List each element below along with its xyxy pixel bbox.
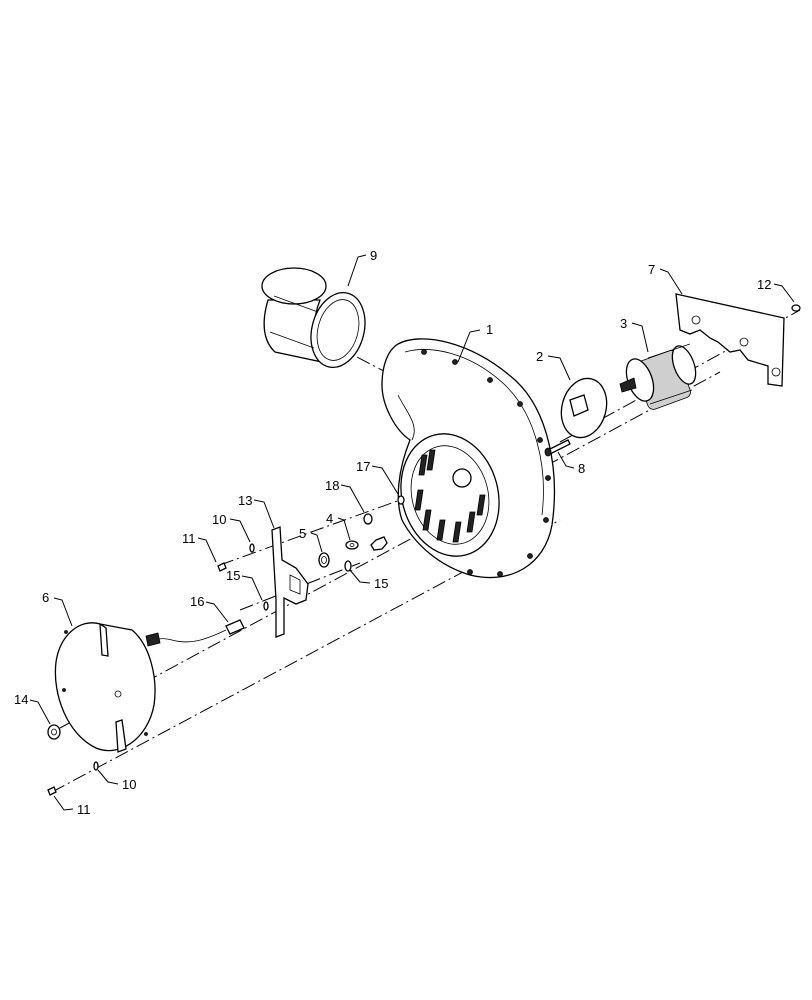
callout-15-right: 15 (349, 569, 388, 591)
callout-11-lower: 11 (53, 795, 91, 817)
sensor-bracket (271, 526, 309, 638)
part-5 (318, 552, 330, 568)
callout-14: 14 (14, 692, 51, 725)
svg-text:15: 15 (374, 576, 388, 591)
callout-11-upper: 11 (182, 531, 217, 563)
svg-text:12: 12 (757, 277, 771, 292)
callout-13: 13 (238, 493, 275, 529)
callout-5: 5 (299, 526, 323, 553)
housing-bolts (421, 349, 551, 577)
svg-text:10: 10 (212, 512, 226, 527)
svg-text:15: 15 (226, 568, 240, 583)
bolt-8 (544, 439, 571, 457)
svg-text:14: 14 (14, 692, 28, 707)
callout-10-lower: 10 (97, 769, 136, 792)
gasket (560, 377, 608, 439)
svg-text:6: 6 (42, 590, 49, 605)
svg-text:11: 11 (77, 802, 91, 817)
svg-text:16: 16 (190, 594, 204, 609)
fasteners-upper (217, 543, 269, 611)
svg-text:17: 17 (356, 459, 370, 474)
blower-housing (381, 338, 555, 579)
axis-bracket-lower (239, 562, 361, 611)
svg-text:7: 7 (648, 262, 655, 277)
svg-text:10: 10 (122, 777, 136, 792)
part-nut (370, 536, 388, 551)
svg-text:11: 11 (182, 531, 196, 546)
svg-text:18: 18 (325, 478, 339, 493)
cover-plate (54, 622, 156, 753)
callout-18: 18 (325, 478, 365, 513)
screw-12 (791, 304, 801, 312)
callout-3: 3 (620, 316, 649, 353)
callout-6: 6 (42, 590, 73, 627)
callout-8: 8 (557, 451, 585, 476)
callout-1: 1 (457, 322, 493, 363)
callout-12: 12 (757, 277, 795, 303)
svg-text:4: 4 (326, 511, 333, 526)
axis-main (59, 371, 721, 729)
svg-text:8: 8 (578, 461, 585, 476)
hydraulic-motor (619, 343, 697, 410)
sensor-cable (145, 619, 245, 647)
svg-text:5: 5 (299, 526, 306, 541)
callout-9: 9 (347, 248, 377, 287)
axis-bracket-upper (219, 499, 401, 566)
callout-4: 4 (326, 511, 351, 541)
part-4-washer (345, 540, 359, 550)
callout-15-left: 15 (226, 568, 263, 601)
fasteners-lower (47, 761, 99, 796)
callout-17: 17 (356, 459, 399, 495)
svg-text:3: 3 (620, 316, 627, 331)
callout-10-upper: 10 (212, 512, 251, 543)
callout-16: 16 (190, 594, 229, 623)
part-17 (397, 495, 405, 505)
nut-14 (47, 724, 61, 740)
callouts: 1 2 3 4 5 6 7 8 (14, 248, 795, 817)
part-15-right (344, 560, 352, 572)
part-18 (363, 513, 373, 525)
svg-text:9: 9 (370, 248, 377, 263)
svg-text:13: 13 (238, 493, 252, 508)
svg-text:1: 1 (486, 322, 493, 337)
callout-2: 2 (536, 349, 571, 381)
mounting-plate (675, 293, 785, 387)
hardware-small (318, 495, 405, 572)
impeller-blades (414, 449, 486, 543)
callout-7: 7 (648, 262, 683, 295)
filter-cylinder (261, 267, 366, 368)
svg-text:2: 2 (536, 349, 543, 364)
